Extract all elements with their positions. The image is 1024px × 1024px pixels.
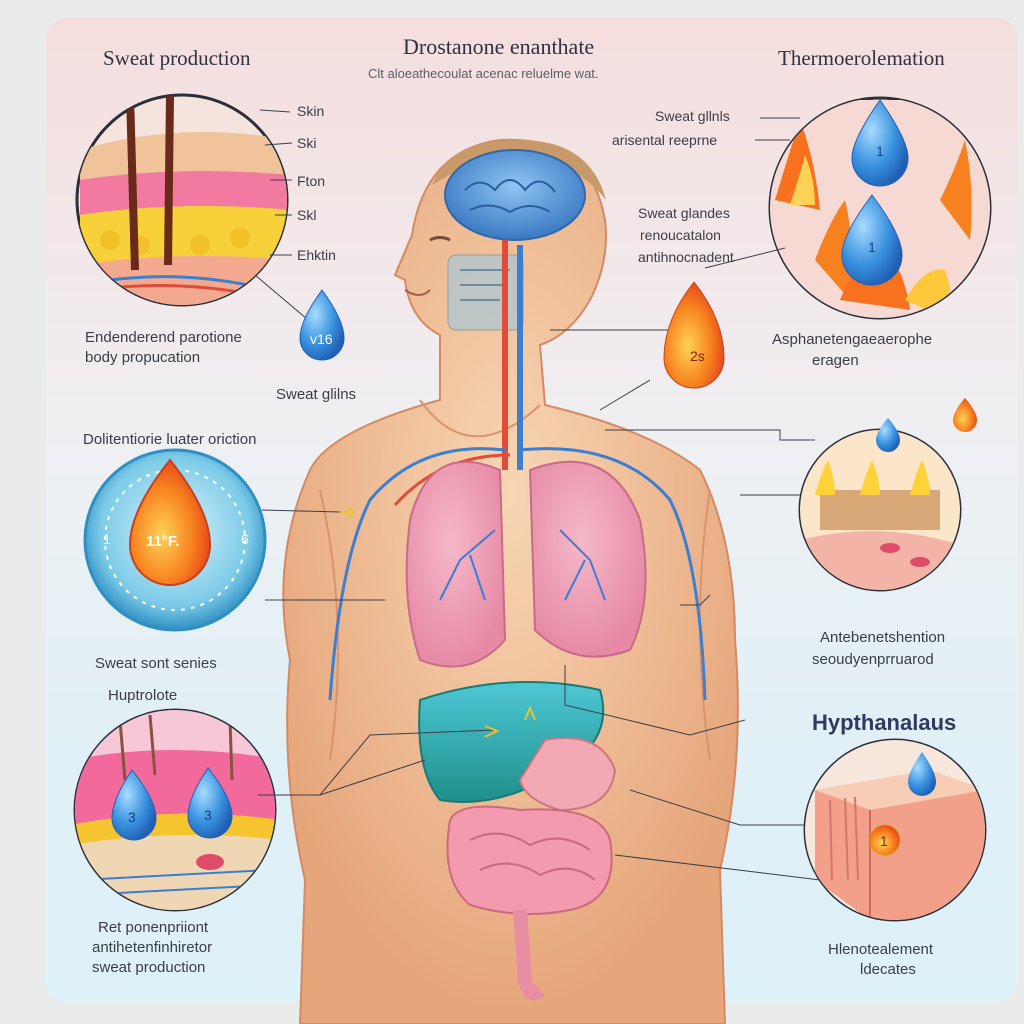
left-title: Sweat production: [103, 46, 251, 70]
gauge-right-tick: 6: [241, 531, 249, 547]
lower-right-leader-lines: [564, 594, 821, 881]
skin-label-4: Skl: [297, 207, 317, 223]
hypothalamus-title: Hypthanalaus: [812, 710, 957, 735]
thermo-drop-value-1: 1: [876, 143, 884, 159]
gland-caption-1: Ret ponenpriiont: [98, 919, 209, 936]
right-title: Thermoerolemation: [778, 46, 945, 70]
left-drop-value: v16: [310, 331, 333, 347]
sweat-gland-panel: [73, 708, 277, 912]
gauge-value: 11°F.: [146, 533, 180, 550]
gauge-caption: Sweat sont senies: [95, 655, 217, 672]
gauge-leader-lines: [261, 509, 385, 601]
glands-line-3: antihnocnadent: [638, 249, 734, 265]
left-lung: [405, 460, 507, 668]
glands-line-2: renoucatalon: [640, 227, 721, 243]
jaw-section: [447, 254, 524, 331]
gauge-label: Dolitentiorie luater oriction: [83, 431, 257, 448]
tissue-caption-2: seoudyenprruarod: [812, 651, 934, 668]
thermo-panel: [768, 96, 992, 320]
hypothalamus-panel: [803, 738, 987, 922]
right-lung: [528, 460, 647, 658]
hypothalamus-caption-1: Hlenotealement: [828, 941, 934, 958]
hypothalamus-caption-2: ldecates: [860, 961, 916, 978]
center-subtitle: Clt aloeathecoulat acenac reluelme wat.: [368, 66, 599, 81]
gauge-left-tick: 1: [103, 531, 111, 547]
center-sweat-drop: [663, 281, 725, 389]
skin-label-3: Fton: [297, 173, 326, 189]
aresental-label: arisental reeprne: [612, 132, 718, 148]
thermo-drop-1: [851, 99, 909, 187]
skin-caption-1: Endenderend parotione: [85, 329, 242, 346]
brain: [444, 149, 586, 241]
mid-leader-lines: [605, 429, 815, 496]
skin-label-5: Ehktin: [297, 247, 336, 263]
gland-drop-value-2: 3: [204, 807, 212, 823]
skin-label-1: Skin: [297, 103, 325, 119]
stomach: [518, 737, 617, 812]
hypothalamus-drop-value: 1: [880, 833, 888, 849]
tissue-panel: [798, 398, 977, 592]
temperature-gauge: [83, 448, 267, 632]
gland-caption-2: antihetenfinhiretor: [92, 939, 213, 956]
skin-caption-2: body propucation: [85, 349, 201, 366]
gland-caption-3: sweat production: [92, 959, 206, 976]
tissue-caption-1: Antebenetshention: [820, 629, 946, 646]
left-sweat-drop: [299, 289, 345, 361]
thermo-caption-1: Asphanetengaeaerophe: [772, 331, 933, 348]
intestines: [446, 805, 613, 1001]
sweat-gilals-label: Sweat gllnls: [655, 108, 730, 124]
lower-left-leader-lines: [258, 729, 496, 796]
center-drop-value: 2s: [690, 348, 705, 364]
center-title: Drostanone enanthate: [403, 34, 595, 59]
glands-line-1: Sweat glandes: [638, 205, 730, 221]
gauge-caption-2: Huptrolote: [108, 687, 178, 704]
thermo-caption-2: eragen: [812, 352, 859, 369]
left-drop-label: Sweat glilns: [276, 386, 357, 403]
thermo-drop-2: [841, 194, 903, 286]
thermo-drop-value-2: 1: [868, 239, 876, 255]
gland-drop-value-1: 3: [128, 809, 136, 825]
skin-label-2: Ski: [297, 135, 317, 151]
skin-panel: [75, 93, 289, 307]
hair: [432, 140, 606, 200]
